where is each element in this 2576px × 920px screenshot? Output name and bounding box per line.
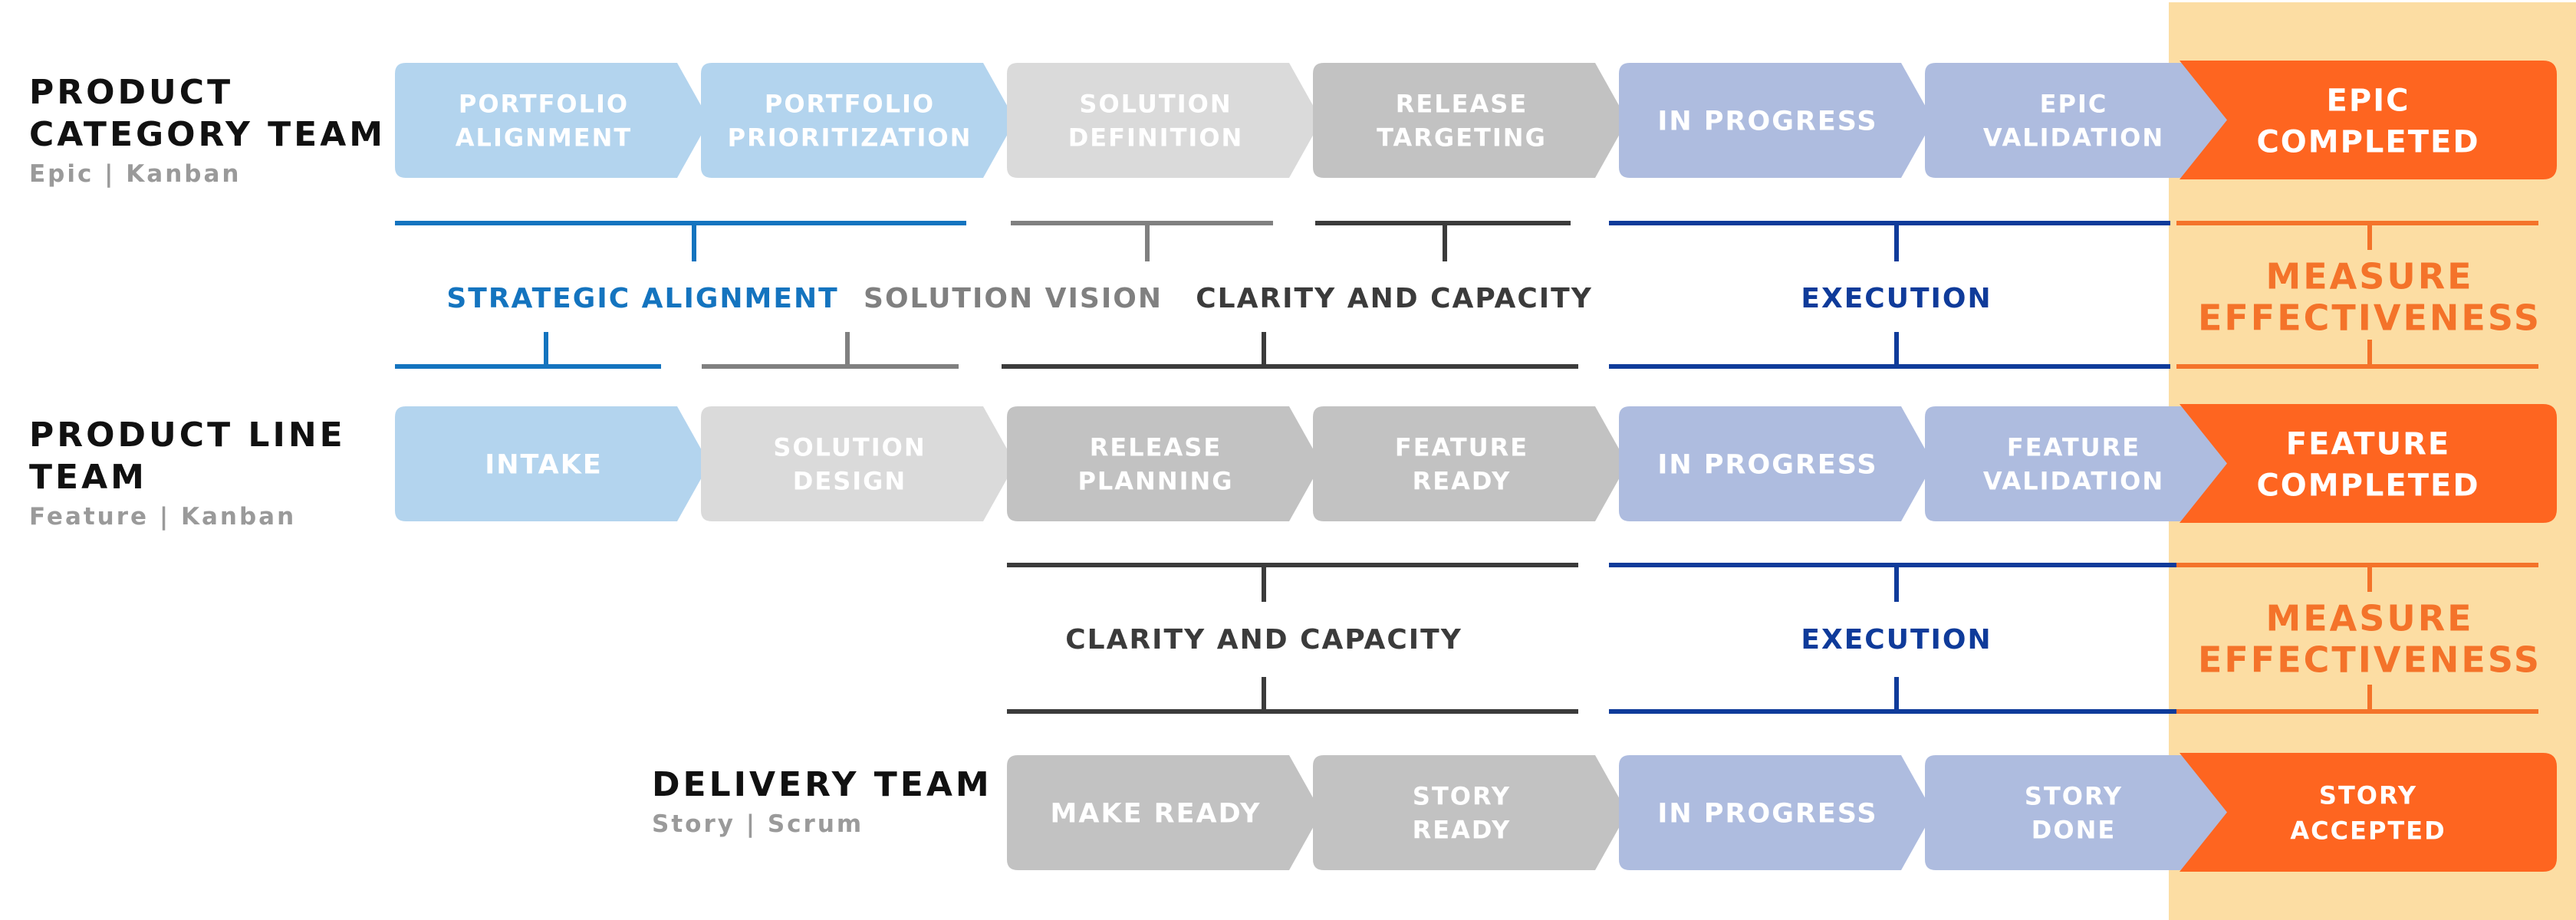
- product-category-step-6-label-line-1: EPIC: [2040, 90, 2108, 119]
- delivery-step-1-label-line-1: MAKE READY: [1051, 799, 1262, 830]
- product-line-step-4-label-line-2: READY: [1413, 467, 1512, 496]
- execution-lower-label-line-1: EXECUTION: [1801, 624, 1992, 656]
- product-line-step-3-label-line-2: PLANNING: [1077, 467, 1233, 496]
- product-category-step-6-shape: [1925, 63, 2239, 178]
- clarity-capacity-lower-label-line-1: CLARITY AND CAPACITY: [1065, 624, 1462, 656]
- product-line-step-6-label-line-2: VALIDATION: [1983, 467, 2164, 496]
- product-category-step-2-label-line-1: PORTFOLIO: [765, 90, 935, 119]
- product-category-team-title-line-1: PRODUCT: [29, 73, 233, 112]
- product-category-step-5-label-line-1: IN PROGRESS: [1657, 107, 1877, 137]
- product-category-step-1-label-line-2: ALIGNMENT: [456, 123, 632, 153]
- execution-label-line-1: EXECUTION: [1801, 283, 1992, 314]
- measure-effectiveness-label-line-1: MEASURE: [2265, 256, 2473, 297]
- measure-effectiveness-label-line-2: EFFECTIVENESS: [2198, 297, 2541, 339]
- product-line-step-5-label-line-1: IN PROGRESS: [1657, 450, 1877, 481]
- delivery-team-title-line-1: DELIVERY TEAM: [652, 765, 992, 804]
- delivery-step-5-label-line-2: ACCEPTED: [2290, 816, 2446, 846]
- product-category-step-7-label-line-2: COMPLETED: [2256, 124, 2479, 159]
- product-category-step-1-shape: [395, 63, 709, 178]
- product-line-step-1-shape: [395, 406, 709, 521]
- product-line-step-6-label-line-1: FEATURE: [2007, 433, 2140, 462]
- measure-effectiveness-lower-label-line-1: MEASURE: [2265, 598, 2473, 639]
- delivery-step-2-label-line-2: READY: [1413, 816, 1512, 845]
- clarity-capacity-label-line-1: CLARITY AND CAPACITY: [1196, 283, 1593, 314]
- delivery-step-3-label-line-1: IN PROGRESS: [1657, 799, 1877, 830]
- delivery-step-2-label-line-1: STORY: [1413, 782, 1511, 811]
- solution-vision-label-line-1: SOLUTION VISION: [864, 283, 1163, 314]
- product-category-step-3-label-line-2: DEFINITION: [1068, 123, 1244, 153]
- delivery-team-subtitle: Story | Scrum: [652, 810, 864, 838]
- product-category-step-2-label-line-2: PRIORITIZATION: [728, 123, 972, 153]
- product-line-step-7-label-line-2: COMPLETED: [2256, 468, 2479, 503]
- product-line-team-title-line-1: PRODUCT LINE: [29, 416, 346, 455]
- delivery-step-3-shape: [1619, 755, 1933, 870]
- product-category-step-4-label-line-1: RELEASE: [1396, 90, 1528, 119]
- product-category-team-title-line-2: CATEGORY TEAM: [29, 115, 386, 154]
- product-category-step-3-label-line-1: SOLUTION: [1079, 90, 1232, 119]
- product-category-step-4-shape: [1313, 63, 1627, 178]
- delivery-step-4-label-line-2: DONE: [2032, 816, 2116, 845]
- product-line-team-subtitle: Feature | Kanban: [29, 503, 296, 531]
- strategic-alignment-label-line-1: STRATEGIC ALIGNMENT: [446, 283, 838, 314]
- delivery-step-4-shape: [1925, 755, 2239, 870]
- delivery-step-5-shape: [2180, 753, 2557, 872]
- product-line-step-6-shape: [1925, 406, 2239, 521]
- product-line-step-1-label-line-1: INTAKE: [485, 450, 603, 481]
- measure-effectiveness-lower-label-line-2: EFFECTIVENESS: [2198, 639, 2541, 681]
- product-category-step-5-shape: [1619, 63, 1933, 178]
- product-line-step-5-shape: [1619, 406, 1933, 521]
- product-line-step-7-label-line-1: FEATURE: [2286, 426, 2450, 462]
- delivery-step-5-label-line-1: STORY: [2319, 781, 2417, 810]
- product-category-team-subtitle: Epic | Kanban: [29, 160, 241, 188]
- product-line-step-4-shape: [1313, 406, 1627, 521]
- delivery-step-4-label-line-1: STORY: [2025, 782, 2123, 811]
- product-category-step-3-shape: [1007, 63, 1321, 178]
- product-line-step-4-label-line-1: FEATURE: [1395, 433, 1528, 462]
- product-line-step-3-label-line-1: RELEASE: [1090, 433, 1222, 462]
- product-line-step-2-shape: [701, 406, 1015, 521]
- product-line-step-2-label-line-2: DESIGN: [793, 467, 906, 496]
- delivery-step-2-shape: [1313, 755, 1627, 870]
- product-category-step-7-shape: [2180, 61, 2557, 179]
- delivery-step-1-shape: [1007, 755, 1321, 870]
- product-category-step-7-label-line-1: EPIC: [2327, 83, 2410, 118]
- product-category-step-2-shape: [701, 63, 1015, 178]
- product-line-step-2-label-line-1: SOLUTION: [773, 433, 926, 462]
- product-line-step-3-shape: [1007, 406, 1321, 521]
- product-line-team-title-line-2: TEAM: [29, 458, 147, 497]
- product-line-step-7-shape: [2180, 404, 2557, 523]
- product-category-step-4-label-line-2: TARGETING: [1377, 123, 1547, 153]
- product-category-step-1-label-line-1: PORTFOLIO: [459, 90, 629, 119]
- product-category-step-6-label-line-2: VALIDATION: [1983, 123, 2164, 153]
